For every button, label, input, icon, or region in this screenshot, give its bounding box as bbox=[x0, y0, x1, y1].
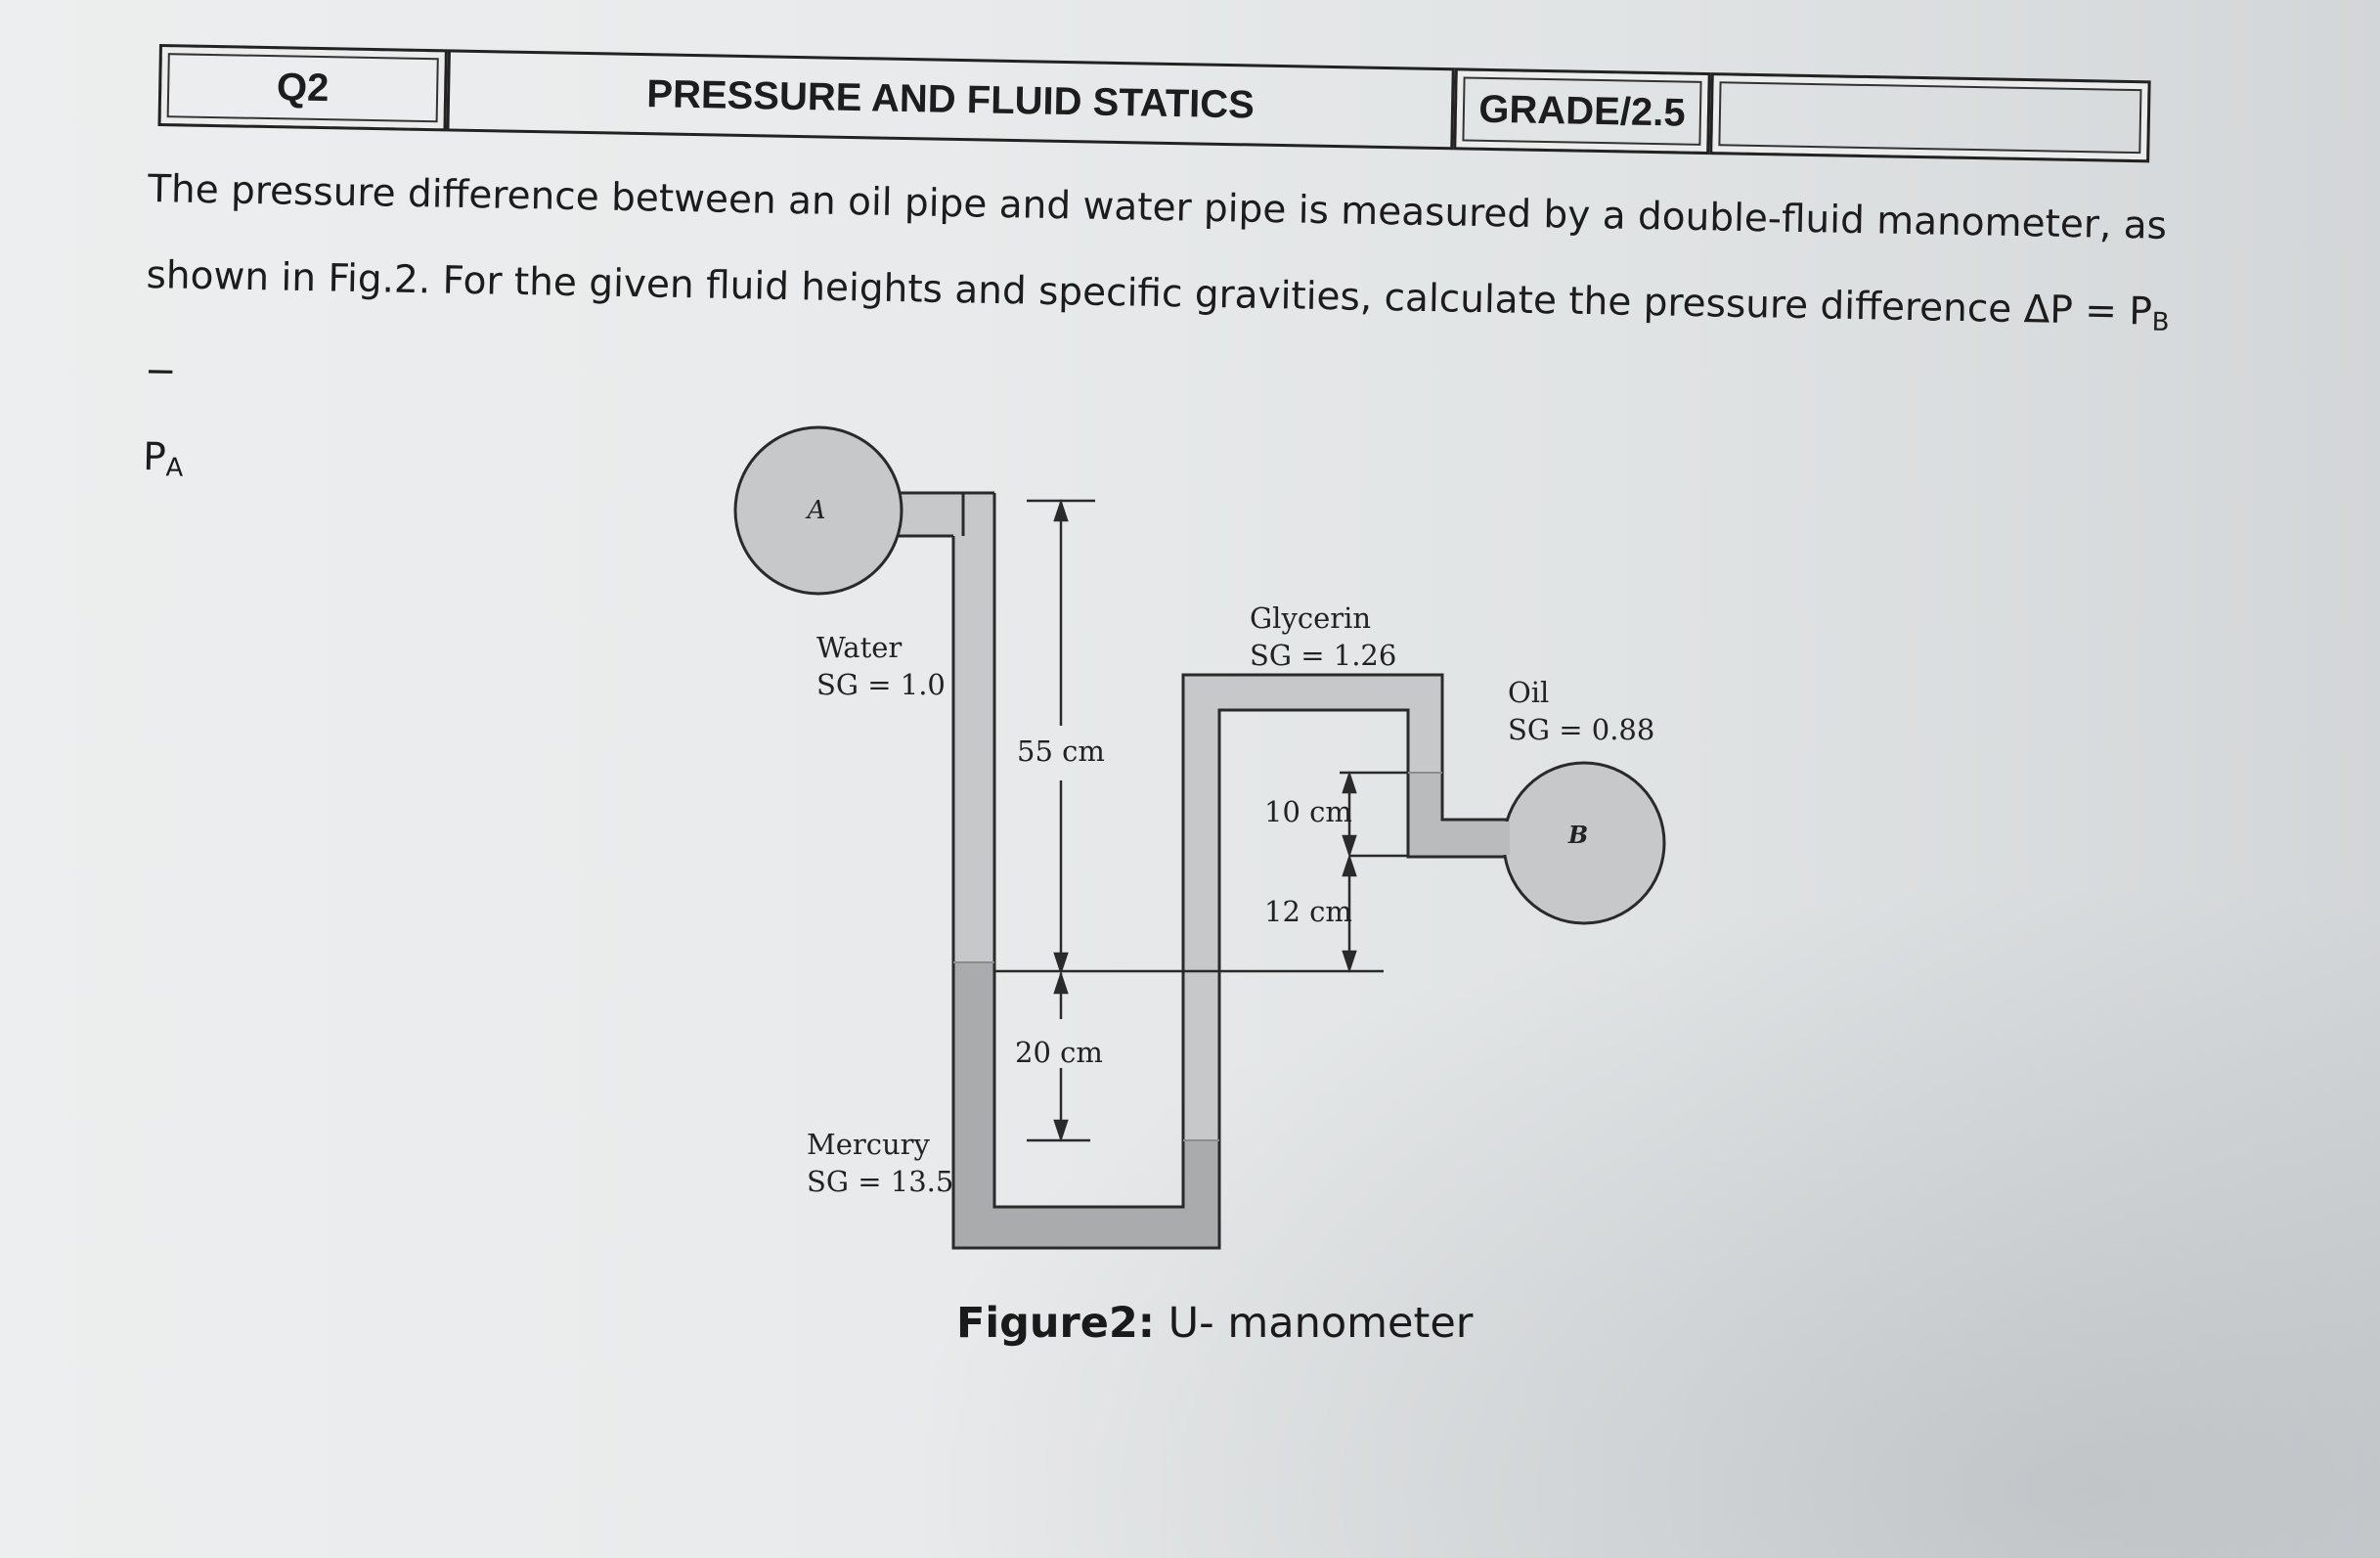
dimension-12cm-label: 12 cm bbox=[1264, 895, 1352, 928]
figure-caption: Figure2: U- manometer bbox=[956, 1299, 1473, 1348]
dimension-10cm-label: 10 cm bbox=[1264, 795, 1352, 828]
manometer-tube bbox=[885, 491, 1511, 1250]
pipe-a-circle bbox=[733, 425, 904, 596]
top-glycerin bbox=[1183, 675, 1442, 710]
dimension-10-12cm bbox=[1340, 771, 1408, 973]
dimension-55cm-label: 55 cm bbox=[1017, 734, 1105, 768]
caption-text: U- manometer bbox=[1155, 1299, 1474, 1348]
glycerin-name: Glycerin bbox=[1250, 601, 1371, 635]
pipe-a-label: A bbox=[806, 496, 826, 525]
mercury-sg: SG = 13.5 bbox=[807, 1165, 953, 1198]
pipe-b-label: B bbox=[1567, 821, 1588, 849]
oil-connector bbox=[1408, 820, 1506, 857]
water-sg: SG = 1.0 bbox=[816, 668, 946, 701]
right-leg-mercury bbox=[1183, 1140, 1219, 1248]
dimension-20cm-label: 20 cm bbox=[1015, 1036, 1103, 1069]
dimension-20cm bbox=[1027, 971, 1090, 1142]
right-leg-glycerin bbox=[1183, 675, 1219, 1140]
caption-bold: Figure2: bbox=[956, 1299, 1155, 1348]
water-name: Water bbox=[816, 631, 902, 664]
bottom-mercury bbox=[953, 1207, 1219, 1248]
mercury-name: Mercury bbox=[807, 1128, 931, 1161]
down-leg-glycerin bbox=[1408, 675, 1442, 773]
oil-sg: SG = 0.88 bbox=[1508, 713, 1654, 746]
glycerin-sg: SG = 1.26 bbox=[1250, 639, 1396, 672]
dimension-55cm bbox=[1027, 499, 1095, 975]
left-leg-water bbox=[953, 493, 994, 962]
oil-name: Oil bbox=[1508, 676, 1549, 709]
left-leg-mercury bbox=[953, 962, 994, 1248]
